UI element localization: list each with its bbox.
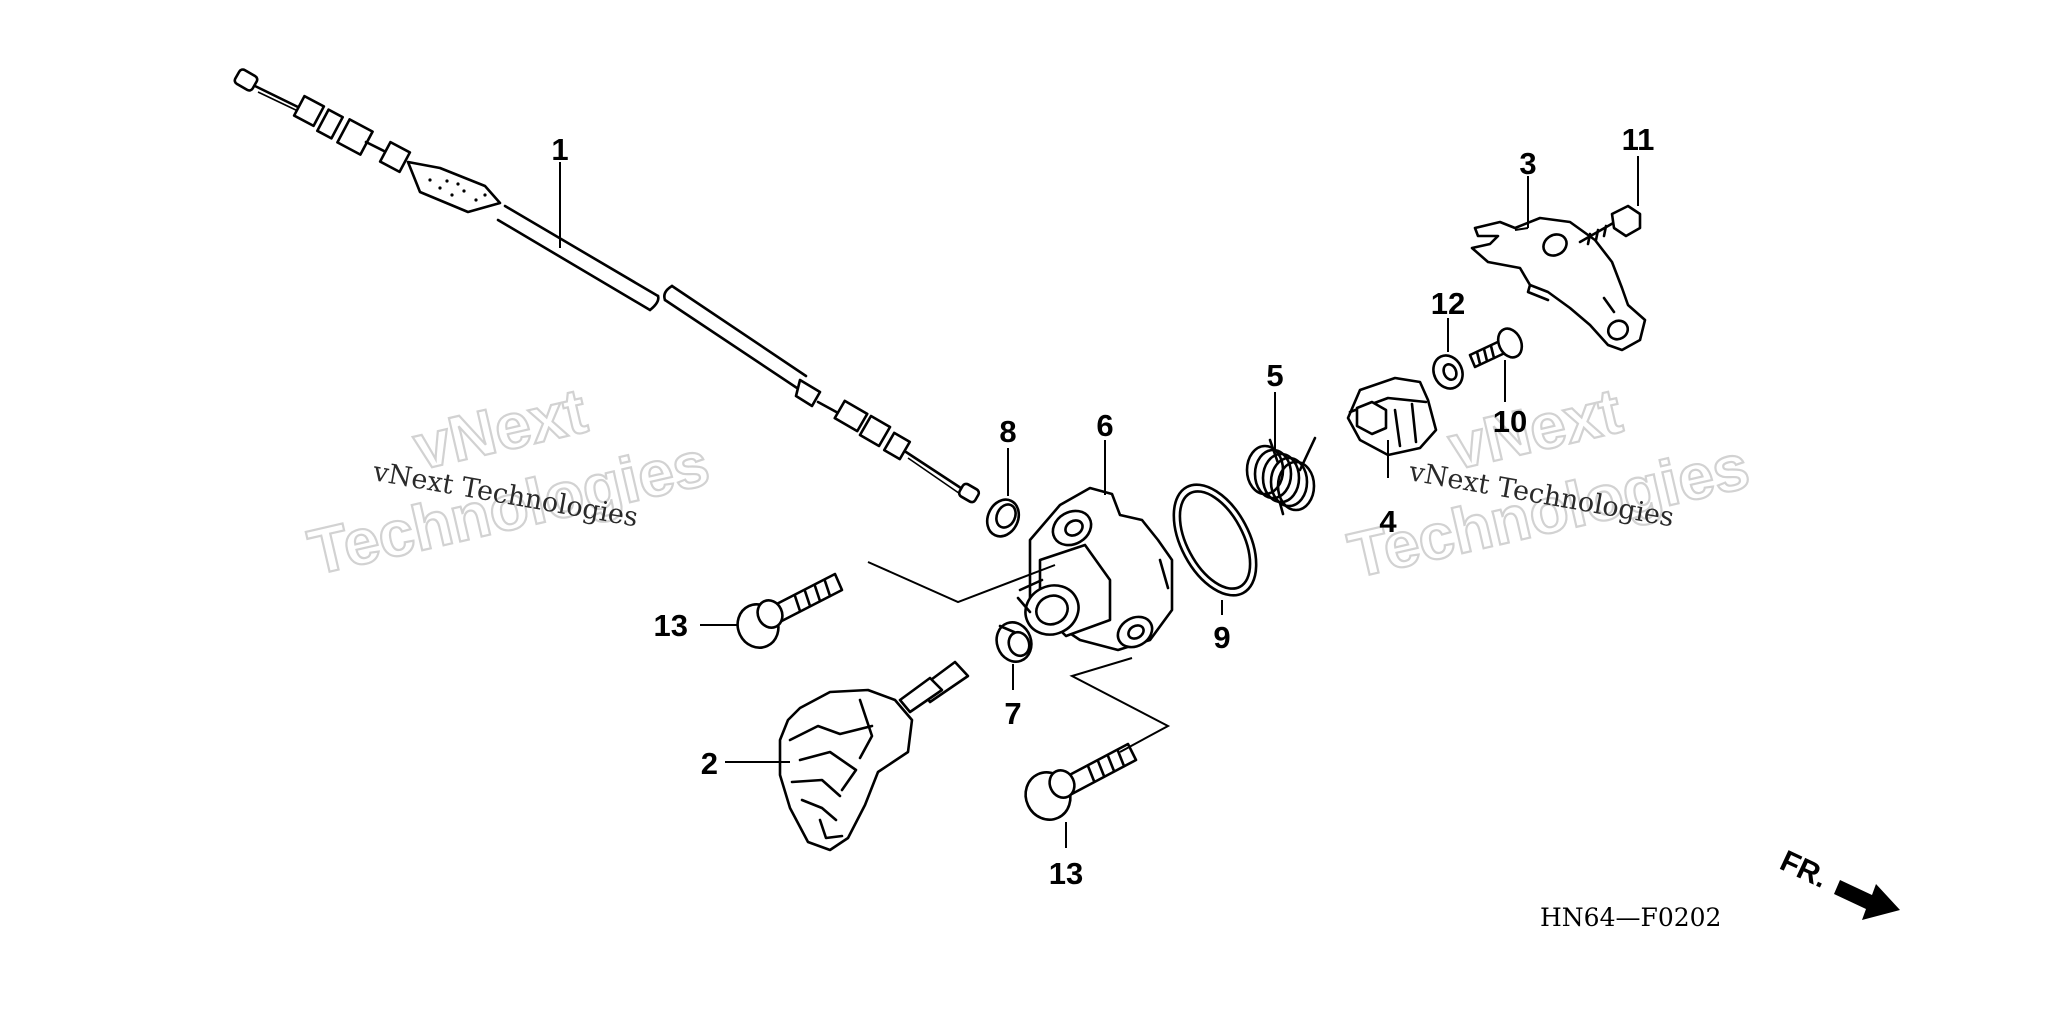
part-13-bolt-upper (736, 572, 844, 649)
front-direction-indicator: FR. (1775, 844, 1900, 920)
part-6-cable-housing (1016, 486, 1174, 652)
part-3-bracket (1470, 216, 1647, 352)
callout-part-5: 5 (1266, 358, 1283, 393)
part-7-bearing (995, 621, 1033, 663)
callout-part-13-lower: 13 (1049, 856, 1083, 891)
callout-part-8: 8 (999, 414, 1016, 449)
front-arrow-icon (1834, 880, 1900, 920)
callout-part-3: 3 (1519, 146, 1536, 181)
diagram-code: HN64—F0202 (1540, 903, 1721, 932)
callout-part-6: 6 (1096, 408, 1113, 443)
callout-part-7: 7 (1004, 696, 1021, 731)
callout-part-13-upper: 13 (654, 608, 688, 643)
callout-part-4: 4 (1379, 504, 1397, 539)
part-8-o-ring-small (985, 498, 1021, 538)
part-1-throttle-cable (233, 68, 981, 504)
callout-part-11: 11 (1622, 122, 1655, 157)
callout-part-10: 10 (1493, 404, 1527, 439)
part-2-throttle-housing (778, 660, 970, 852)
part-12-washer (1432, 354, 1464, 390)
callout-part-2: 2 (701, 746, 718, 781)
watermark-left: vNext Technologies vNext Technologies (301, 373, 717, 590)
callout-part-1: 1 (551, 132, 568, 167)
part-9-o-ring-large (1172, 483, 1258, 597)
callout-numbers: 1 2 3 4 5 6 7 8 9 10 11 12 13 13 (551, 122, 1654, 891)
front-label: FR. (1775, 844, 1833, 894)
callout-part-9: 9 (1213, 620, 1230, 655)
part-11-screw (1578, 204, 1642, 246)
part-10-bolt (1468, 327, 1524, 369)
part-13-bolt-lower (1024, 742, 1138, 821)
part-5-return-spring (1245, 436, 1317, 516)
callout-part-12: 12 (1431, 286, 1465, 321)
leader-lines (559, 156, 1639, 848)
part-4-pulley-drum (1346, 376, 1438, 457)
